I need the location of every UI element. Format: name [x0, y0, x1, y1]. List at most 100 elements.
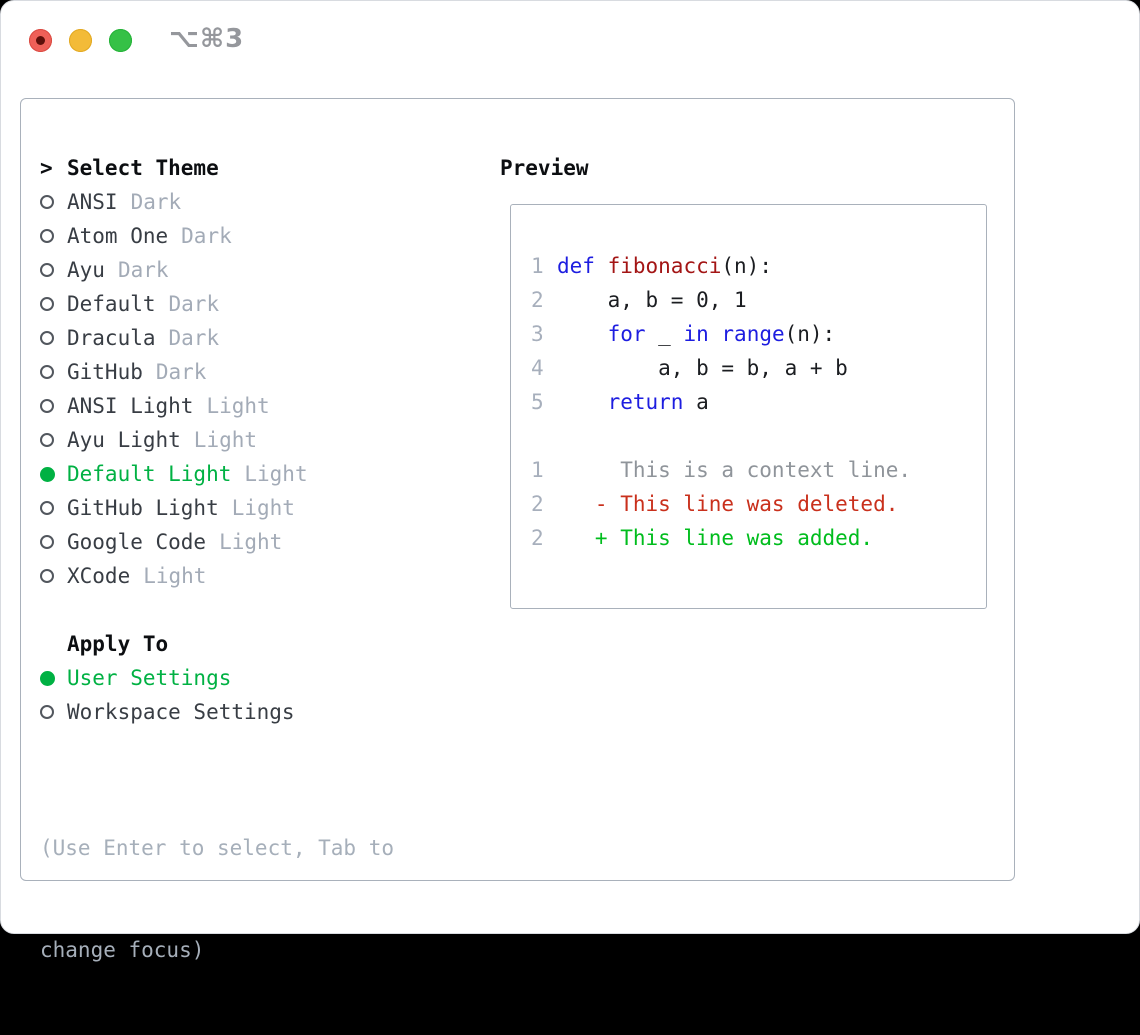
theme-variant: Light [219, 530, 283, 554]
help-text-line: change focus) [40, 938, 205, 962]
radio-unselected-icon [40, 365, 54, 379]
theme-name: ANSI Light [67, 394, 194, 418]
theme-name: Default Light [67, 462, 232, 486]
radio-unselected-icon [40, 501, 54, 515]
theme-option-dracula-dark[interactable]: Dracula Dark [40, 321, 485, 355]
help-text: (Use Enter to select, Tab to change focu… [40, 763, 485, 1035]
theme-list: > Select Theme ANSI Dark Atom One Dark A… [40, 151, 485, 1035]
apply-option-label: User Settings [67, 666, 232, 690]
code-token: a [683, 390, 709, 414]
app-window: ⌥⌘3 > Select Theme ANSI Dark Atom One Da… [0, 0, 1140, 962]
code-token: def [557, 254, 595, 278]
minimize-button[interactable] [69, 29, 92, 52]
radio-unselected-icon [40, 399, 54, 413]
code-token: in [683, 322, 709, 346]
line-number: 5 [531, 390, 544, 414]
theme-name: GitHub [67, 360, 143, 384]
theme-variant: Dark [155, 360, 207, 384]
theme-name: GitHub Light [67, 496, 219, 520]
help-text-line: (Use Enter to select, Tab to [40, 836, 395, 860]
theme-option-atom-one-dark[interactable]: Atom One Dark [40, 219, 485, 253]
code-line: 4 a, b = b, a + b [531, 351, 978, 385]
keyboard-shortcut-label: ⌥⌘3 [169, 24, 245, 54]
diff-text: This is a context line. [557, 458, 912, 482]
theme-option-default-dark[interactable]: Default Dark [40, 287, 485, 321]
theme-option-google-code-light[interactable]: Google Code Light [40, 525, 485, 559]
diff-context-line: 1 This is a context line. [531, 453, 978, 487]
code-text: return a [557, 390, 709, 414]
code-token: _ [645, 322, 684, 346]
theme-option-github-dark[interactable]: GitHub Dark [40, 355, 485, 389]
theme-variant: Dark [168, 326, 220, 350]
code-text: a, b = b, a + b [557, 356, 848, 380]
radio-unselected-icon [40, 229, 54, 243]
theme-name: XCode [67, 564, 131, 588]
diff-preview: 1 This is a context line. 2 - This line … [531, 453, 978, 555]
theme-option-ansi-light[interactable]: ANSI Light Light [40, 389, 485, 423]
apply-option-workspace-settings[interactable]: Workspace Settings [40, 695, 485, 729]
code-text: def fibonacci(n): [557, 254, 772, 278]
code-token [709, 322, 722, 346]
theme-name: Dracula [67, 326, 156, 350]
theme-option-github-light[interactable]: GitHub Light Light [40, 491, 485, 525]
theme-variant: Dark [168, 292, 220, 316]
radio-unselected-icon [40, 331, 54, 345]
code-token [595, 254, 608, 278]
code-line: 2 a, b = 0, 1 [531, 283, 978, 317]
theme-option-ansi-dark[interactable]: ANSI Dark [40, 185, 485, 219]
preview-pane: 1 def fibonacci(n): 2 a, b = 0, 1 3 for … [510, 204, 987, 609]
diff-text: + This line was added. [557, 526, 874, 550]
code-text: for _ in range(n): [557, 322, 836, 346]
radio-selected-icon [40, 670, 55, 686]
code-token: a, b = b, a + b [557, 356, 848, 380]
theme-option-xcode-light[interactable]: XCode Light [40, 559, 485, 593]
window-controls [29, 29, 132, 52]
diff-deleted-line: 2 - This line was deleted. [531, 487, 978, 521]
theme-variant: Light [231, 496, 295, 520]
code-token: return [607, 390, 684, 414]
code-token [557, 390, 608, 414]
diff-added-line: 2 + This line was added. [531, 521, 978, 555]
theme-variant: Dark [181, 224, 232, 248]
line-number: 2 [531, 288, 544, 312]
theme-option-default-light[interactable]: Default Light Light [40, 457, 485, 491]
line-number: 2 [531, 526, 544, 550]
theme-name: Ayu Light [67, 428, 181, 452]
line-number: 4 [531, 356, 544, 380]
radio-unselected-icon [40, 297, 54, 311]
code-line: 1 def fibonacci(n): [531, 249, 978, 283]
theme-name: Atom One [67, 224, 169, 248]
code-token: (n): [784, 322, 836, 346]
radio-unselected-icon [40, 433, 54, 447]
code-token: (n): [721, 254, 772, 278]
theme-name: Default [67, 292, 156, 316]
theme-name: Google Code [67, 530, 207, 554]
radio-unselected-icon [40, 569, 54, 583]
apply-to-title: Apply To [67, 632, 169, 656]
theme-variant: Light [244, 462, 308, 486]
apply-option-label: Workspace Settings [67, 700, 295, 724]
select-theme-title: Select Theme [67, 156, 219, 180]
code-line: 5 return a [531, 385, 978, 419]
zoom-button[interactable] [109, 29, 132, 52]
apply-to-header: Apply To [40, 627, 485, 661]
line-number: 1 [531, 458, 544, 482]
focus-caret-icon: > [40, 156, 53, 180]
theme-variant: Light [206, 394, 270, 418]
code-token: for [607, 322, 646, 346]
theme-selector-panel: > Select Theme ANSI Dark Atom One Dark A… [20, 98, 1015, 962]
theme-option-ayu-dark[interactable]: Ayu Dark [40, 253, 485, 287]
radio-unselected-icon [40, 535, 54, 549]
theme-option-ayu-light[interactable]: Ayu Light Light [40, 423, 485, 457]
radio-unselected-icon [40, 195, 54, 209]
theme-variant: Light [193, 428, 258, 452]
apply-option-user-settings[interactable]: User Settings [40, 661, 485, 695]
line-number: 3 [531, 322, 544, 346]
code-token: range [721, 322, 785, 346]
code-token [557, 322, 608, 346]
code-token: fibonacci [607, 254, 722, 278]
line-number: 2 [531, 492, 544, 516]
close-button[interactable] [29, 29, 52, 52]
preview-title: Preview [500, 156, 589, 180]
diff-text: - This line was deleted. [557, 492, 899, 516]
